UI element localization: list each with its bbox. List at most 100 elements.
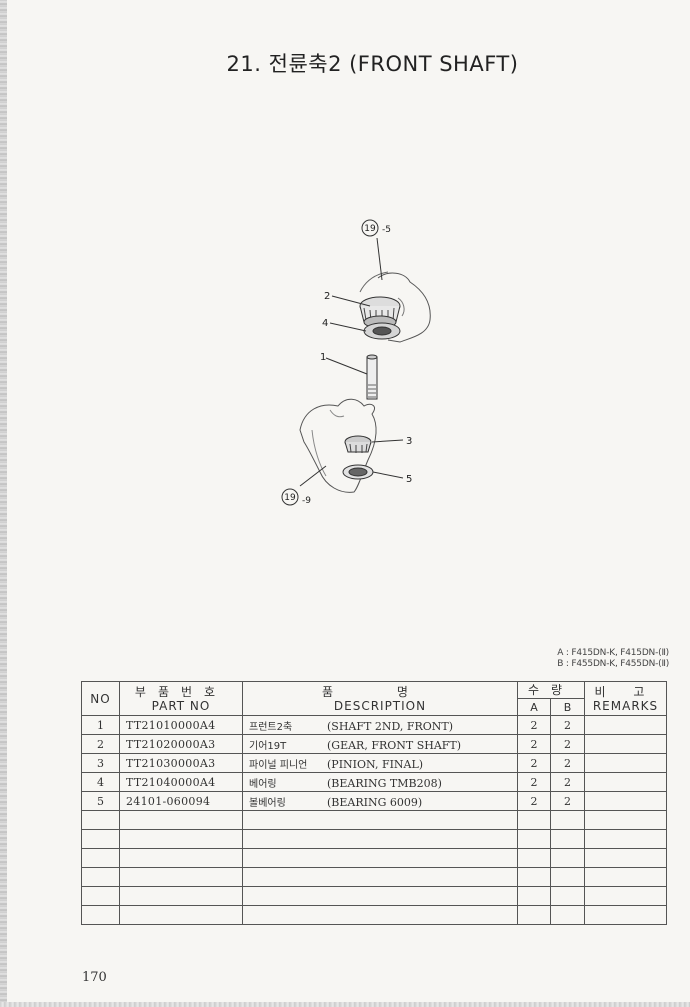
empty-cell: [119, 848, 243, 868]
description-english: (BEARING TMB208): [327, 776, 442, 790]
empty-cell: [242, 867, 518, 887]
empty-cell: [119, 829, 243, 849]
description-korean: 파이널 피니언: [249, 759, 308, 771]
empty-cell: [81, 867, 120, 887]
cell-remarks: [584, 791, 667, 811]
parts-table: NO 부품번호 PART NO 품 명 DESCRIPTION 수량 비 고 R…: [81, 681, 667, 925]
empty-cell: [242, 848, 518, 868]
empty-cell: [242, 810, 518, 830]
empty-table-row: [81, 905, 667, 925]
empty-cell: [584, 848, 667, 868]
label-part-2: 2: [324, 291, 330, 302]
bearing-part-5: [342, 464, 374, 480]
header-part-no: 부품번호 PART NO: [119, 681, 243, 716]
empty-cell: [517, 848, 551, 868]
description-korean: 프런트2축: [249, 721, 293, 733]
empty-table-row: [81, 810, 667, 830]
model-legend: A : F415DN-K, F415DN-(Ⅱ) B : F455DN-K, F…: [557, 648, 669, 670]
cell-no: 3: [81, 753, 120, 773]
cell-no: 1: [81, 715, 120, 735]
description-korean: 베어링: [249, 778, 277, 790]
page-number: 170: [82, 970, 107, 985]
cell-part-no: TT21010000A4: [119, 715, 243, 735]
header-no: NO: [81, 681, 120, 716]
svg-text:-5: -5: [382, 225, 391, 235]
callout-ref-top: 19 -5: [361, 219, 391, 237]
cell-qty-a: 2: [517, 791, 551, 811]
empty-table-row: [81, 848, 667, 868]
cell-qty-b: 2: [550, 715, 585, 735]
empty-cell: [517, 867, 551, 887]
legend-line-a: A : F415DN-K, F415DN-(Ⅱ): [557, 648, 669, 658]
exploded-parts-diagram: 19 -5 19 -9 2 4 1 3 5: [281, 219, 431, 506]
pinion-part-3: [344, 435, 372, 453]
empty-cell: [119, 905, 243, 925]
cell-description: 프런트2축(SHAFT 2ND, FRONT): [242, 715, 518, 735]
empty-cell: [242, 905, 518, 925]
part-labels: 2 4 1 3 5: [320, 291, 412, 485]
cell-no: 5: [81, 791, 120, 811]
empty-cell: [584, 810, 667, 830]
empty-cell: [550, 867, 585, 887]
cell-description: 기어19T (GEAR, FRONT SHAFT): [242, 734, 518, 754]
empty-cell: [242, 886, 518, 906]
label-part-5: 5: [406, 474, 412, 485]
empty-cell: [81, 886, 120, 906]
cell-remarks: [584, 772, 667, 792]
upper-housing: [359, 271, 431, 343]
empty-cell: [81, 905, 120, 925]
cell-part-no: TT21030000A3: [119, 753, 243, 773]
empty-table-row: [81, 867, 667, 887]
label-part-3: 3: [406, 436, 412, 447]
leader-lines: [299, 237, 404, 487]
cell-qty-b: 2: [550, 772, 585, 792]
header-qty-b: B: [550, 698, 585, 716]
cell-part-no: 24101-060094: [119, 791, 243, 811]
empty-cell: [584, 905, 667, 925]
cell-description: 베어링 (BEARING TMB208): [242, 772, 518, 792]
shaft-part-1: [366, 354, 378, 400]
legend-line-b: B : F455DN-K, F455DN-(Ⅱ): [557, 659, 669, 669]
empty-cell: [584, 867, 667, 887]
scan-edge: [0, 0, 7, 1007]
cell-qty-a: 2: [517, 753, 551, 773]
header-remarks: 비 고 REMARKS: [584, 681, 667, 716]
cell-qty-b: 2: [550, 791, 585, 811]
empty-cell: [81, 829, 120, 849]
empty-cell: [550, 829, 585, 849]
cell-part-no: TT21020000A3: [119, 734, 243, 754]
cell-qty-b: 2: [550, 734, 585, 754]
empty-cell: [119, 886, 243, 906]
label-part-4: 4: [322, 318, 328, 329]
page-title: 21. 전륜축2 (FRONT SHAFT): [226, 52, 519, 76]
cell-description: 볼베어링(BEARING 6009): [242, 791, 518, 811]
empty-cell: [584, 886, 667, 906]
empty-cell: [550, 886, 585, 906]
header-quantity: 수량: [517, 681, 585, 699]
empty-table-row: [81, 886, 667, 906]
empty-cell: [517, 905, 551, 925]
empty-cell: [517, 829, 551, 849]
empty-cell: [584, 829, 667, 849]
empty-cell: [119, 867, 243, 887]
header-description: 품 명 DESCRIPTION: [242, 681, 518, 716]
description-english: (GEAR, FRONT SHAFT): [327, 738, 462, 752]
description-korean: 기어19T: [249, 740, 287, 752]
cell-description: 파이널 피니언(PINION, FINAL): [242, 753, 518, 773]
lower-housing: [299, 398, 377, 493]
label-part-1: 1: [320, 352, 326, 363]
header-qty-a: A: [517, 698, 551, 716]
scan-bottom-edge: [0, 1002, 690, 1007]
cell-qty-a: 2: [517, 715, 551, 735]
empty-cell: [550, 848, 585, 868]
cell-remarks: [584, 753, 667, 773]
empty-cell: [81, 810, 120, 830]
empty-cell: [81, 848, 120, 868]
cell-remarks: [584, 715, 667, 735]
empty-cell: [550, 905, 585, 925]
svg-text:-9: -9: [302, 496, 311, 506]
cell-no: 4: [81, 772, 120, 792]
